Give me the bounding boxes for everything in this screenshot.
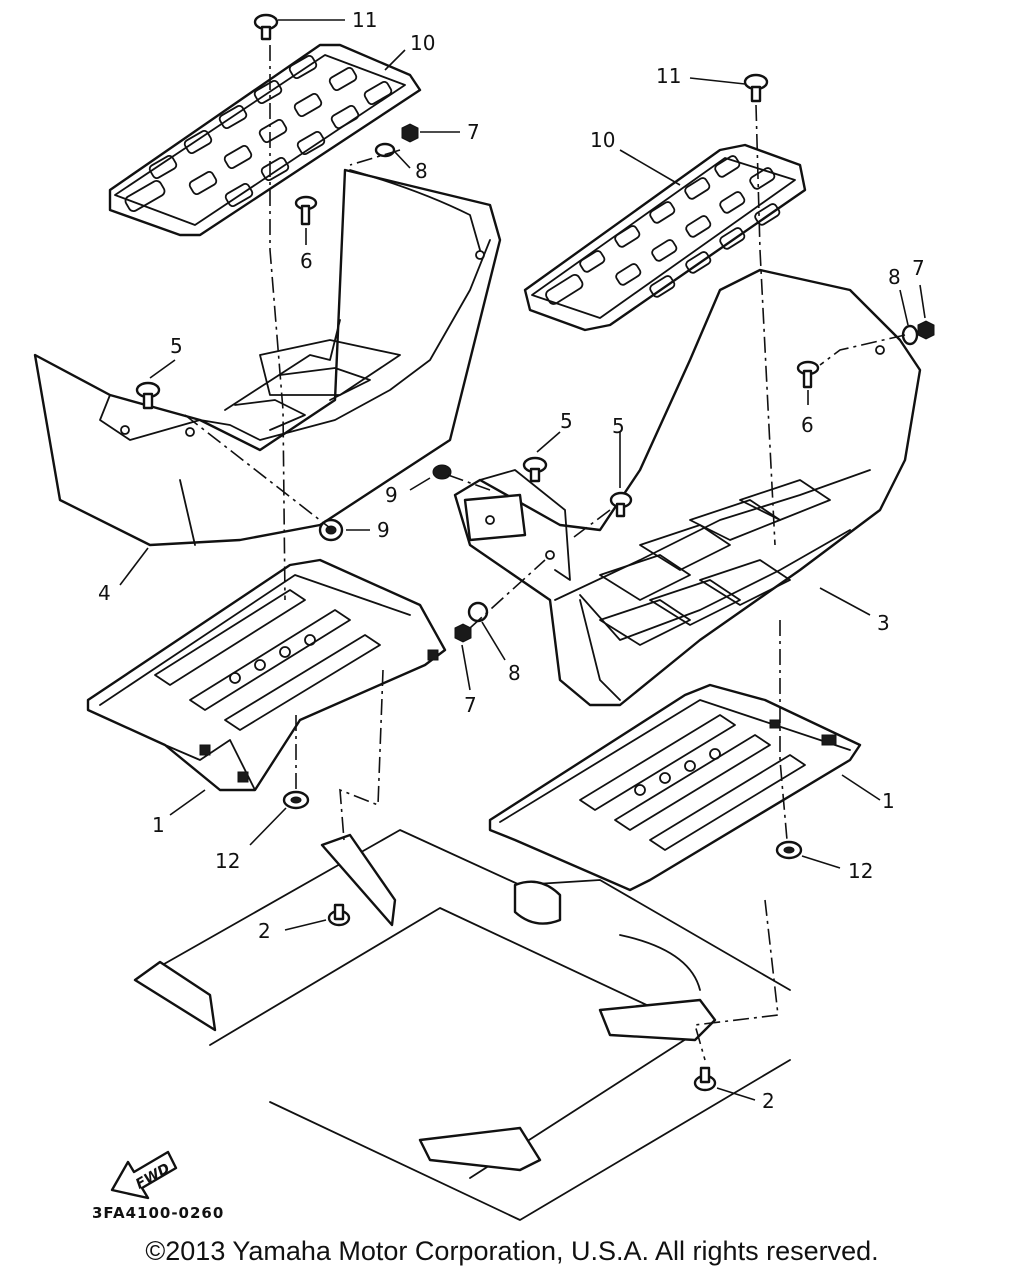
- label-11-right: 11: [656, 64, 681, 88]
- grommet-12-right-icon: [775, 840, 803, 860]
- label-3: 3: [877, 611, 890, 635]
- label-8-right: 8: [888, 265, 901, 289]
- label-2-right: 2: [762, 1089, 775, 1113]
- left-footrest-mat: [108, 43, 422, 237]
- right-footrest-guard: [453, 268, 922, 707]
- label-12-right: 12: [848, 859, 873, 883]
- screw-11-left-icon: [253, 13, 279, 41]
- nut-7-right-icon: [917, 320, 935, 340]
- washer-8-mid-icon: [467, 601, 489, 623]
- right-mat-treads: [545, 155, 781, 305]
- label-9-upper: 9: [385, 483, 398, 507]
- left-footrest-bracket: [86, 558, 447, 792]
- bolt-6-left-icon: [294, 195, 318, 226]
- screw-11-right-icon: [743, 73, 769, 103]
- nut-7-top-icon: [401, 123, 419, 143]
- label-6-left: 6: [300, 249, 313, 273]
- right-footrest-bracket: [488, 683, 862, 892]
- label-6-right: 6: [801, 413, 814, 437]
- nut-7-mid-icon: [454, 623, 472, 643]
- label-9-lower: 9: [377, 518, 390, 542]
- grommet-9-upper-icon: [432, 464, 452, 480]
- bolt-6-right-icon: [796, 360, 820, 389]
- bolt-5-left-icon: [135, 381, 161, 410]
- label-12-left: 12: [215, 849, 240, 873]
- forward-arrow-icon: FWD: [110, 1150, 178, 1200]
- label-10-right: 10: [590, 128, 615, 152]
- bolt-2-left-icon: [327, 903, 351, 927]
- bolt-5-right-b-icon: [609, 491, 633, 518]
- label-1-right: 1: [882, 789, 895, 813]
- label-5-left: 5: [170, 334, 183, 358]
- label-10-left: 10: [410, 31, 435, 55]
- right-footrest-mat: [523, 143, 807, 332]
- label-4: 4: [98, 581, 111, 605]
- label-11-left: 11: [352, 8, 377, 32]
- label-7-right: 7: [912, 256, 925, 280]
- label-8-mid: 8: [508, 661, 521, 685]
- label-5-right-b: 5: [612, 414, 625, 438]
- label-8-top: 8: [415, 159, 428, 183]
- label-1-left: 1: [152, 813, 165, 837]
- drawing-code: 3FA4100-0260: [92, 1204, 224, 1222]
- washer-8-right-icon: [901, 324, 919, 346]
- frame: [133, 829, 791, 1221]
- label-7-top: 7: [467, 120, 480, 144]
- bolt-2-right-icon: [693, 1066, 717, 1092]
- label-5-right-a: 5: [560, 409, 573, 433]
- copyright-notice: ©2013 Yamaha Motor Corporation, U.S.A. A…: [145, 1236, 879, 1266]
- bolt-5-right-a-icon: [522, 456, 548, 483]
- left-mat-treads: [124, 55, 393, 212]
- part-numbers: 11 10 7 8 6 5 11 10 8 7 6 5 5 9 9 4 3 8 …: [98, 8, 925, 1113]
- assembly-lines: [184, 45, 906, 1061]
- grommet-12-left-icon: [282, 790, 310, 810]
- label-7-mid: 7: [464, 693, 477, 717]
- label-2-left: 2: [258, 919, 271, 943]
- leader-lines: [119, 19, 926, 1101]
- left-footrest-guard: [33, 168, 502, 547]
